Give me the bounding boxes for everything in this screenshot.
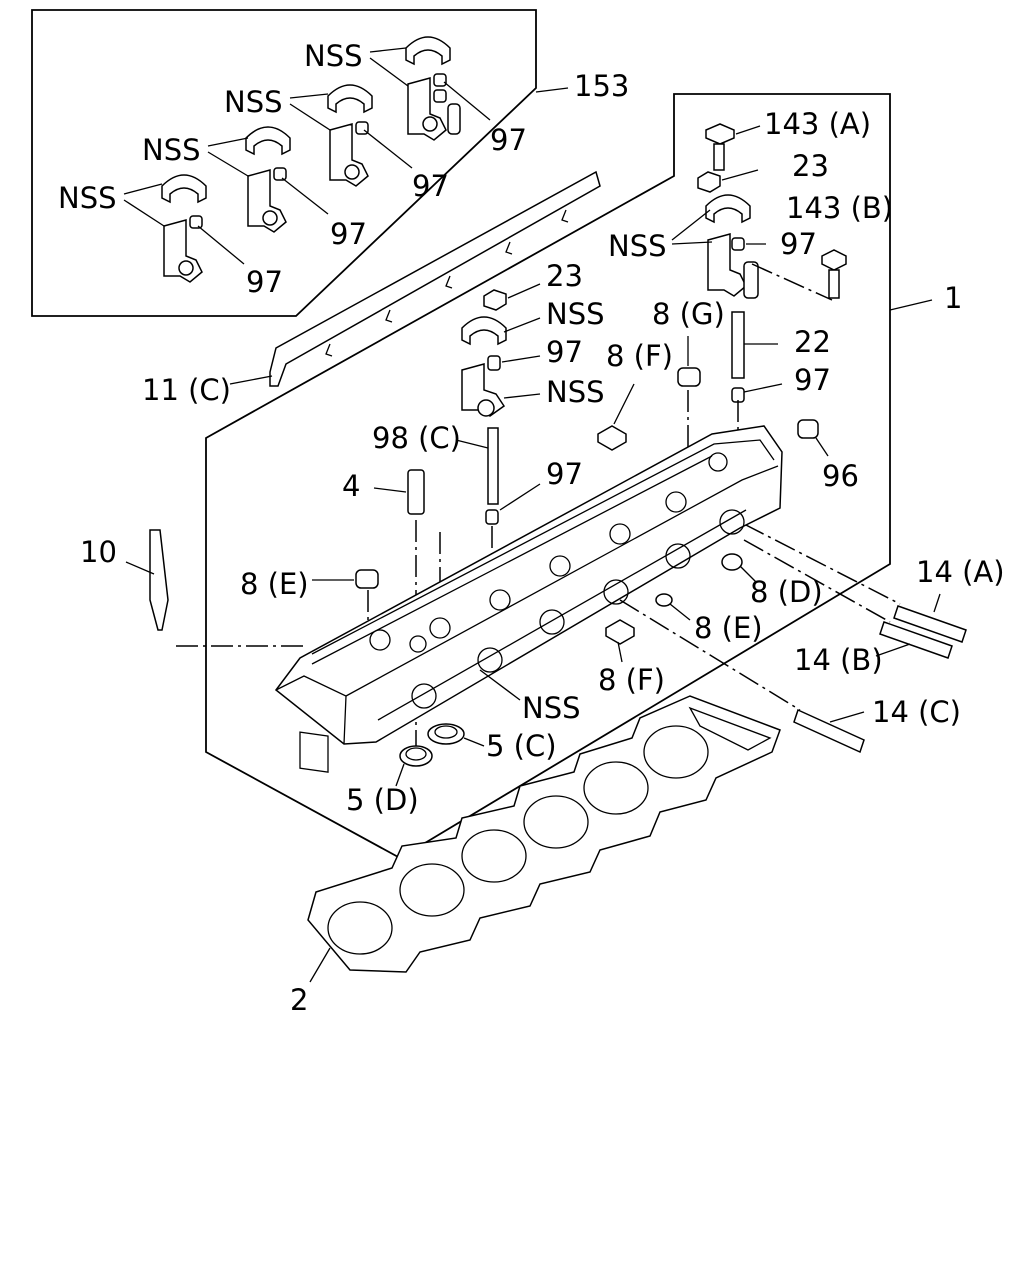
- plug-8e-upper: [312, 569, 379, 589]
- label-nss-inset-1: NSS: [304, 39, 363, 73]
- label-8f-bottom: 8 (F): [598, 663, 665, 697]
- label-11c: 11 (C): [142, 373, 231, 407]
- label-10: 10: [80, 535, 117, 569]
- label-14b: 14 (B): [794, 643, 883, 677]
- label-8e-right: 8 (E): [694, 611, 763, 645]
- label-97-inset-3: 97: [330, 217, 367, 251]
- inset-153-box: [31, 9, 569, 317]
- label-97-inset-2: 97: [412, 169, 449, 203]
- label-4: 4: [342, 469, 360, 503]
- label-nss-bottom: NSS: [522, 691, 581, 725]
- label-153: 153: [574, 69, 629, 103]
- label-8g: 8 (G): [652, 297, 725, 331]
- head-gasket-2: [307, 695, 781, 983]
- label-2: 2: [290, 983, 308, 1017]
- main-assembly-box: [205, 93, 933, 860]
- label-nss-mid-1: NSS: [546, 297, 605, 331]
- inset-set-1: [405, 36, 461, 141]
- label-5c: 5 (C): [486, 729, 557, 763]
- label-97-right: 97: [794, 363, 831, 397]
- label-nss-inset-4: NSS: [58, 181, 117, 215]
- label-14c: 14 (C): [872, 695, 961, 729]
- seals-5: [395, 723, 485, 787]
- top-right-parts: [671, 123, 847, 403]
- label-97-lower: 97: [546, 457, 583, 491]
- label-nss-inset-2: NSS: [224, 85, 283, 119]
- label-96: 96: [822, 459, 859, 493]
- label-8d: 8 (D): [750, 575, 823, 609]
- part-labels: 153 NSS NSS NSS NSS 97 97 97 97 143 (A) …: [58, 39, 1005, 1017]
- label-1: 1: [944, 281, 962, 315]
- center-upper-parts: [455, 283, 541, 525]
- label-8e-left: 8 (E): [240, 567, 309, 601]
- label-23-top: 23: [792, 149, 829, 183]
- label-22: 22: [794, 325, 831, 359]
- inset-leaders: [123, 47, 491, 265]
- inset-set-2: [327, 84, 373, 187]
- valve-guide-4: [373, 469, 425, 515]
- label-143a: 143 (A): [764, 107, 871, 141]
- label-97-inset-4: 97: [246, 265, 283, 299]
- label-23-mid: 23: [546, 259, 583, 293]
- label-14a: 14 (A): [916, 555, 1005, 589]
- label-98c: 98 (C): [372, 421, 461, 455]
- label-nss-top: NSS: [608, 229, 667, 263]
- label-nss-mid-2: NSS: [546, 375, 605, 409]
- label-nss-inset-3: NSS: [142, 133, 201, 167]
- rail-11c: [229, 170, 601, 387]
- inset-set-3: [245, 126, 291, 233]
- studs-14: [793, 593, 967, 754]
- label-5d: 5 (D): [346, 783, 419, 817]
- label-143b: 143 (B): [786, 191, 893, 225]
- glow-plug-10: [125, 529, 169, 631]
- plugs-lower: [605, 553, 757, 663]
- cylinder-head: [274, 425, 783, 773]
- label-8f-top: 8 (F): [606, 339, 673, 373]
- inset-parts: [161, 36, 461, 283]
- label-97-top: 97: [780, 227, 817, 261]
- nss-lower-leader: [479, 669, 521, 701]
- label-97-inset-1: 97: [490, 123, 527, 157]
- inset-set-4: [161, 174, 207, 283]
- label-97-mid: 97: [546, 335, 583, 369]
- plugs: [597, 336, 829, 457]
